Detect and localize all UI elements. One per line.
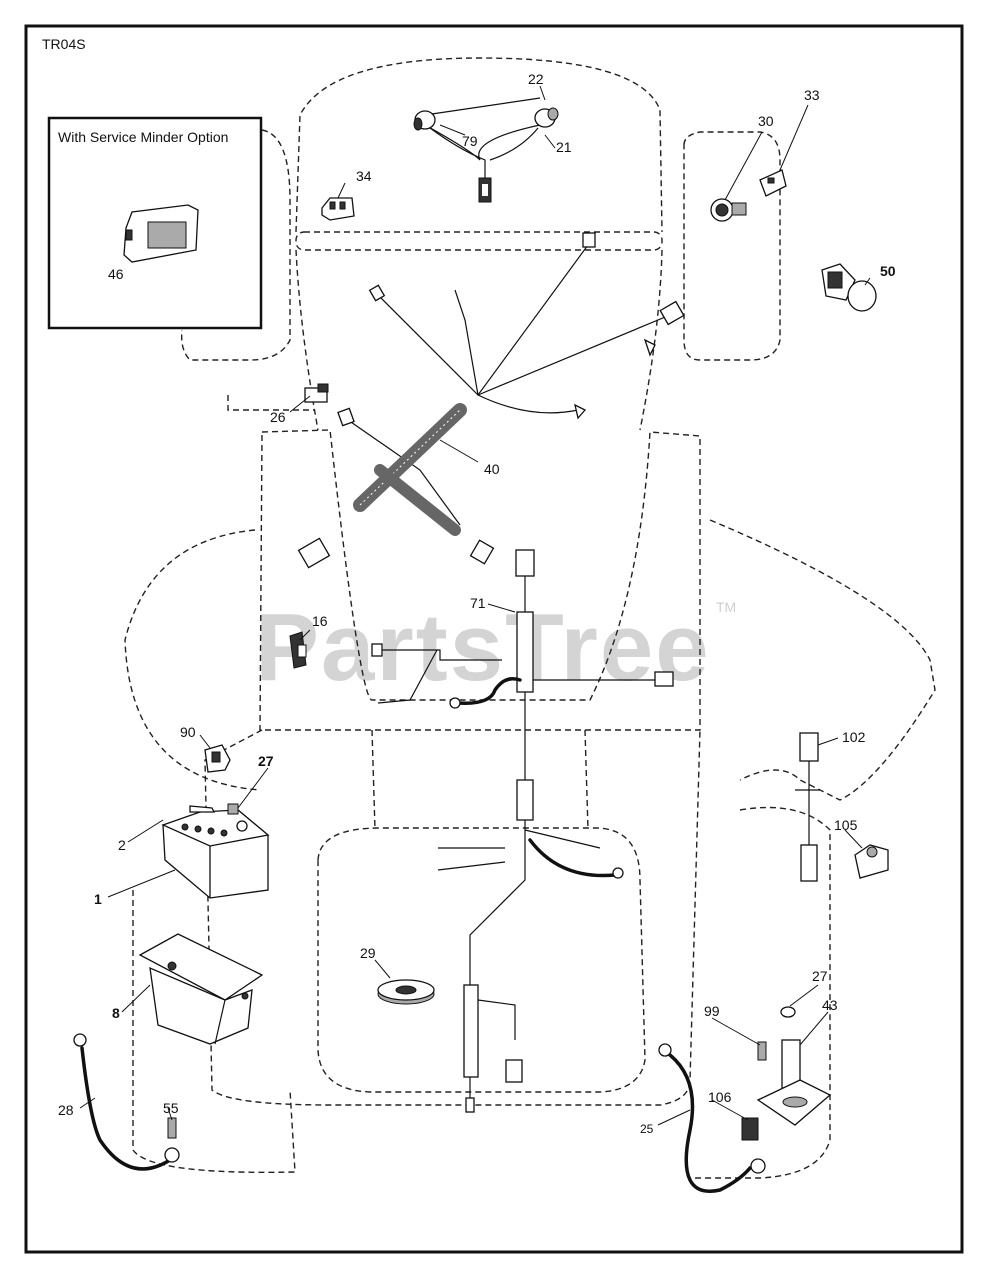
inset-title: With Service Minder Option	[58, 129, 228, 145]
service-minder-inset: With Service Minder Option	[47, 116, 263, 330]
callout-25: 25	[640, 1122, 654, 1136]
main-harness	[297, 232, 685, 569]
callout-2: 2	[118, 837, 126, 853]
tractor-outline	[124, 57, 936, 1179]
callout-27-solenoid: 27	[812, 968, 828, 984]
battery-cable-28	[73, 1033, 180, 1171]
callout-99: 99	[704, 1003, 720, 1019]
switch-102-assembly	[795, 732, 820, 882]
part-90-relay	[204, 744, 231, 773]
callout-29: 29	[360, 945, 376, 961]
battery-cable-25	[658, 1043, 766, 1193]
callout-106: 106	[708, 1089, 732, 1105]
switch-34	[321, 197, 355, 221]
fuse-holder	[304, 383, 329, 403]
callout-1: 1	[94, 891, 102, 907]
switch-50	[821, 263, 877, 312]
callout-27-battery: 27	[258, 753, 274, 769]
callout-34: 34	[356, 168, 372, 184]
callout-40: 40	[484, 461, 500, 477]
battery	[161, 803, 270, 899]
leader-lines	[79, 85, 871, 1126]
part-16-switch	[289, 631, 307, 669]
callout-26: 26	[270, 409, 286, 425]
ignition-switch	[710, 169, 787, 222]
callout-21: 21	[556, 139, 572, 155]
switch-105	[854, 844, 889, 879]
callout-16: 16	[312, 613, 328, 629]
battery-tray	[138, 933, 264, 1045]
callout-22: 22	[528, 71, 544, 87]
callout-79: 79	[462, 133, 478, 149]
watermark-tm: TM	[716, 599, 736, 615]
headlight-harness	[413, 97, 559, 203]
diagram-border	[24, 24, 964, 1254]
callout-50: 50	[880, 263, 896, 279]
callout-43: 43	[822, 997, 838, 1013]
watermark: PartsTree	[255, 594, 711, 701]
callout-30: 30	[758, 113, 774, 129]
callout-71: 71	[470, 595, 486, 611]
callout-102: 102	[842, 729, 866, 745]
callout-28: 28	[58, 1102, 74, 1118]
hour-meter-part	[123, 204, 199, 263]
solenoid-assembly	[741, 1006, 832, 1141]
part-29-grommets	[377, 979, 435, 1005]
callout-46: 46	[108, 266, 124, 282]
callout-90: 90	[180, 724, 196, 740]
callouts: 22 79 21 30 33 34 50 46 26 40 71 16 90 2…	[58, 71, 896, 1136]
callout-33: 33	[804, 87, 820, 103]
center-harness	[371, 549, 674, 1113]
diagram-code: TR04S	[42, 36, 86, 52]
callout-8: 8	[112, 1005, 120, 1021]
callout-55: 55	[163, 1100, 179, 1116]
callout-105: 105	[834, 817, 858, 833]
